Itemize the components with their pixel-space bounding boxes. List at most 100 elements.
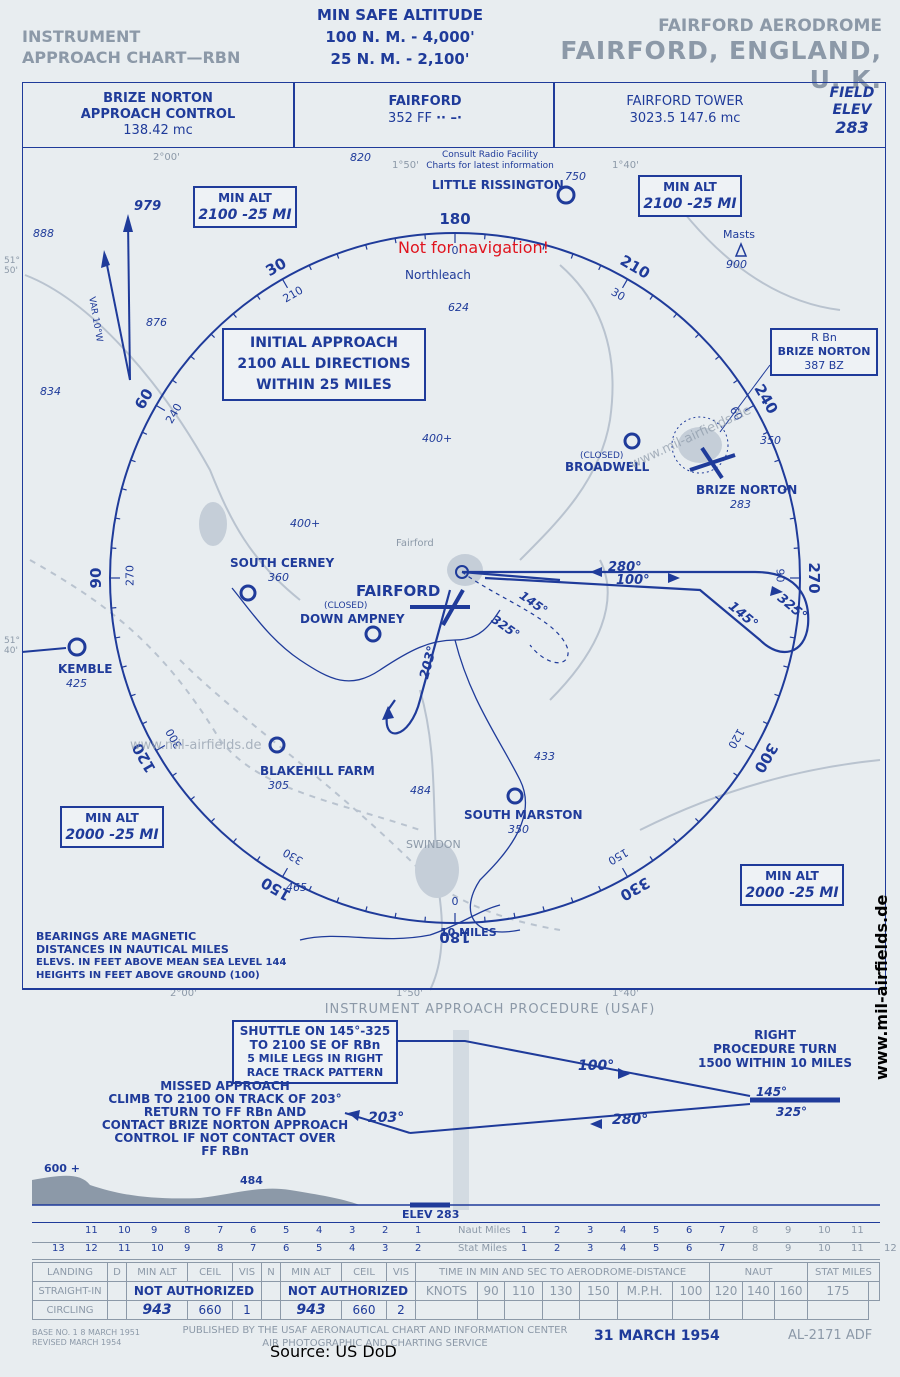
runway <box>700 446 724 480</box>
scale-tick-label: 11 <box>851 1243 864 1254</box>
scale-tick-label: 3 <box>587 1225 594 1236</box>
consult-note-line1: Consult Radio Facility <box>441 150 539 160</box>
scale-tick-label: 1 <box>521 1243 528 1254</box>
bearing-label: 280° <box>612 1112 649 1128</box>
scale-tick-label: 10 <box>818 1225 831 1236</box>
base-line: BASE NO. 1 8 MARCH 1951 <box>32 1328 140 1337</box>
scale-tick-label: 7 <box>719 1225 726 1236</box>
scale-tick-label: 2 <box>382 1225 389 1236</box>
place-fairford: FAIRFORD <box>356 582 441 600</box>
rbn-marker-icon <box>671 416 729 474</box>
scale-tick-label: 10 <box>118 1225 131 1236</box>
scale-tick-label: 3 <box>382 1243 389 1254</box>
col-header: D <box>107 1262 127 1282</box>
shuttle-box: SHUTTLE ON 145°-325 TO 2100 SE OF RBn 5 … <box>232 1020 398 1084</box>
ring-tick <box>783 665 789 668</box>
ring-tick <box>308 265 312 271</box>
procedure-track <box>462 570 810 654</box>
ring-tick <box>621 278 629 289</box>
river-line <box>299 904 501 941</box>
initial-approach-line3: WITHIN 25 MILES <box>256 377 392 393</box>
legend-line: BEARINGS ARE MAGNETIC <box>36 930 197 943</box>
spot-elevation: 400+ <box>290 517 321 530</box>
bearing-label: 100° <box>616 573 650 588</box>
min-alt-box-nw: MIN ALT 2100 -25 MI <box>193 186 297 228</box>
airfield-icon <box>67 637 87 657</box>
profile-elev: 484 <box>240 1174 263 1187</box>
outbound-leg <box>461 571 569 664</box>
ring-tick <box>281 867 289 878</box>
base-note: BASE NO. 1 8 MARCH 1951 REVISED MARCH 19… <box>32 1328 140 1348</box>
chart-code: AL-2171 ADF <box>788 1328 873 1343</box>
col-header: TIME IN MIN AND SEC TO AERODROME-DISTANC… <box>414 1262 711 1282</box>
scale-unit-label: Stat Miles <box>458 1243 508 1254</box>
ring-tick <box>394 912 397 918</box>
ring-tick <box>142 721 148 725</box>
turn-line: RIGHT <box>754 1028 796 1042</box>
night-circling-vis: 2 <box>386 1300 416 1320</box>
rbn-freq: 387 BZ <box>804 359 844 372</box>
place-elev: 425 <box>66 677 87 690</box>
mph-value: 140 <box>741 1281 776 1301</box>
airfield-icon <box>364 625 382 643</box>
scale-tick-label: 7 <box>217 1225 224 1236</box>
col-header: MIN ALT <box>280 1262 342 1282</box>
knots-value: 130 <box>541 1281 581 1301</box>
info-bar: BRIZE NORTON APPROACH CONTROL 138.42 mc … <box>22 82 886 148</box>
ring-label: 180 <box>439 210 471 228</box>
ring-tick <box>598 265 602 271</box>
ring-tick <box>142 431 148 435</box>
ring-tick <box>210 817 216 823</box>
side-watermark: www.mil-airfields.de <box>872 894 891 1080</box>
ring-tick <box>115 636 121 639</box>
scale-tick-label: 5 <box>653 1243 660 1254</box>
scale-tick-label: 6 <box>250 1225 257 1236</box>
airfield-icon <box>239 584 257 602</box>
north-arrow-icon <box>123 214 133 232</box>
spot-elevation: 820 <box>350 151 371 164</box>
bearing-label: 325° <box>776 1105 808 1119</box>
scale-tick-label: 5 <box>283 1225 290 1236</box>
ring-tick <box>649 295 654 300</box>
legend-line: DISTANCES IN NAUTICAL MILES <box>36 943 229 956</box>
place-south-cerney: SOUTH CERNEY <box>230 556 335 570</box>
ring-tick <box>542 906 545 912</box>
tower-info: FAIRFORD TOWER 3023.5 147.6 mc <box>555 93 815 127</box>
scale-tick-label: 10 <box>818 1243 831 1254</box>
var-arrow <box>104 254 131 381</box>
ring-tick <box>744 404 755 412</box>
ring-tick <box>155 404 166 412</box>
scale-tick-label: 11 <box>851 1225 864 1236</box>
aerodrome-title: FAIRFORD AERODROME FAIRFORD, ENGLAND, U.… <box>560 16 882 94</box>
mph-value: 175 <box>806 1281 869 1301</box>
scale-tick-label: 3 <box>349 1225 356 1236</box>
ring-label: 0 <box>451 894 459 907</box>
grid-coord: 1°40' <box>612 160 639 171</box>
arrow-icon <box>590 567 602 577</box>
scale-tick-label: 8 <box>752 1243 759 1254</box>
ring-tick <box>733 772 738 777</box>
ring-tick <box>121 488 127 491</box>
grid-coord: 1°50' <box>396 988 423 999</box>
approach-control: BRIZE NORTON APPROACH CONTROL 138.42 mc <box>23 91 293 139</box>
ring-tick <box>715 796 720 801</box>
spot-elevation: 484 <box>410 784 431 797</box>
ten-miles-label: 10 MILES <box>440 926 497 939</box>
msa-line2: 25 N. M. - 2,100' <box>330 50 470 68</box>
place-elev: 283 <box>730 498 751 511</box>
ring-tick <box>172 772 177 777</box>
ring-tick <box>673 313 678 318</box>
spot-elevation: 465 <box>286 881 307 894</box>
publisher-line: PUBLISHED BY THE USAF AERONAUTICAL CHART… <box>182 1325 568 1336</box>
knots-value: 110 <box>504 1281 543 1301</box>
divider <box>553 83 555 147</box>
ring-tick <box>774 459 780 463</box>
ring-tick <box>232 838 237 843</box>
scale-tick-label: 4 <box>620 1225 627 1236</box>
spot-elevation: 750 <box>565 170 586 183</box>
field-elev-label2: ELEV <box>832 102 872 118</box>
beacon-band <box>453 1030 469 1210</box>
river-line <box>231 587 501 682</box>
place-blakehill: BLAKEHILL FARM <box>260 764 375 778</box>
warning-text: Not for navigation! <box>398 238 550 257</box>
